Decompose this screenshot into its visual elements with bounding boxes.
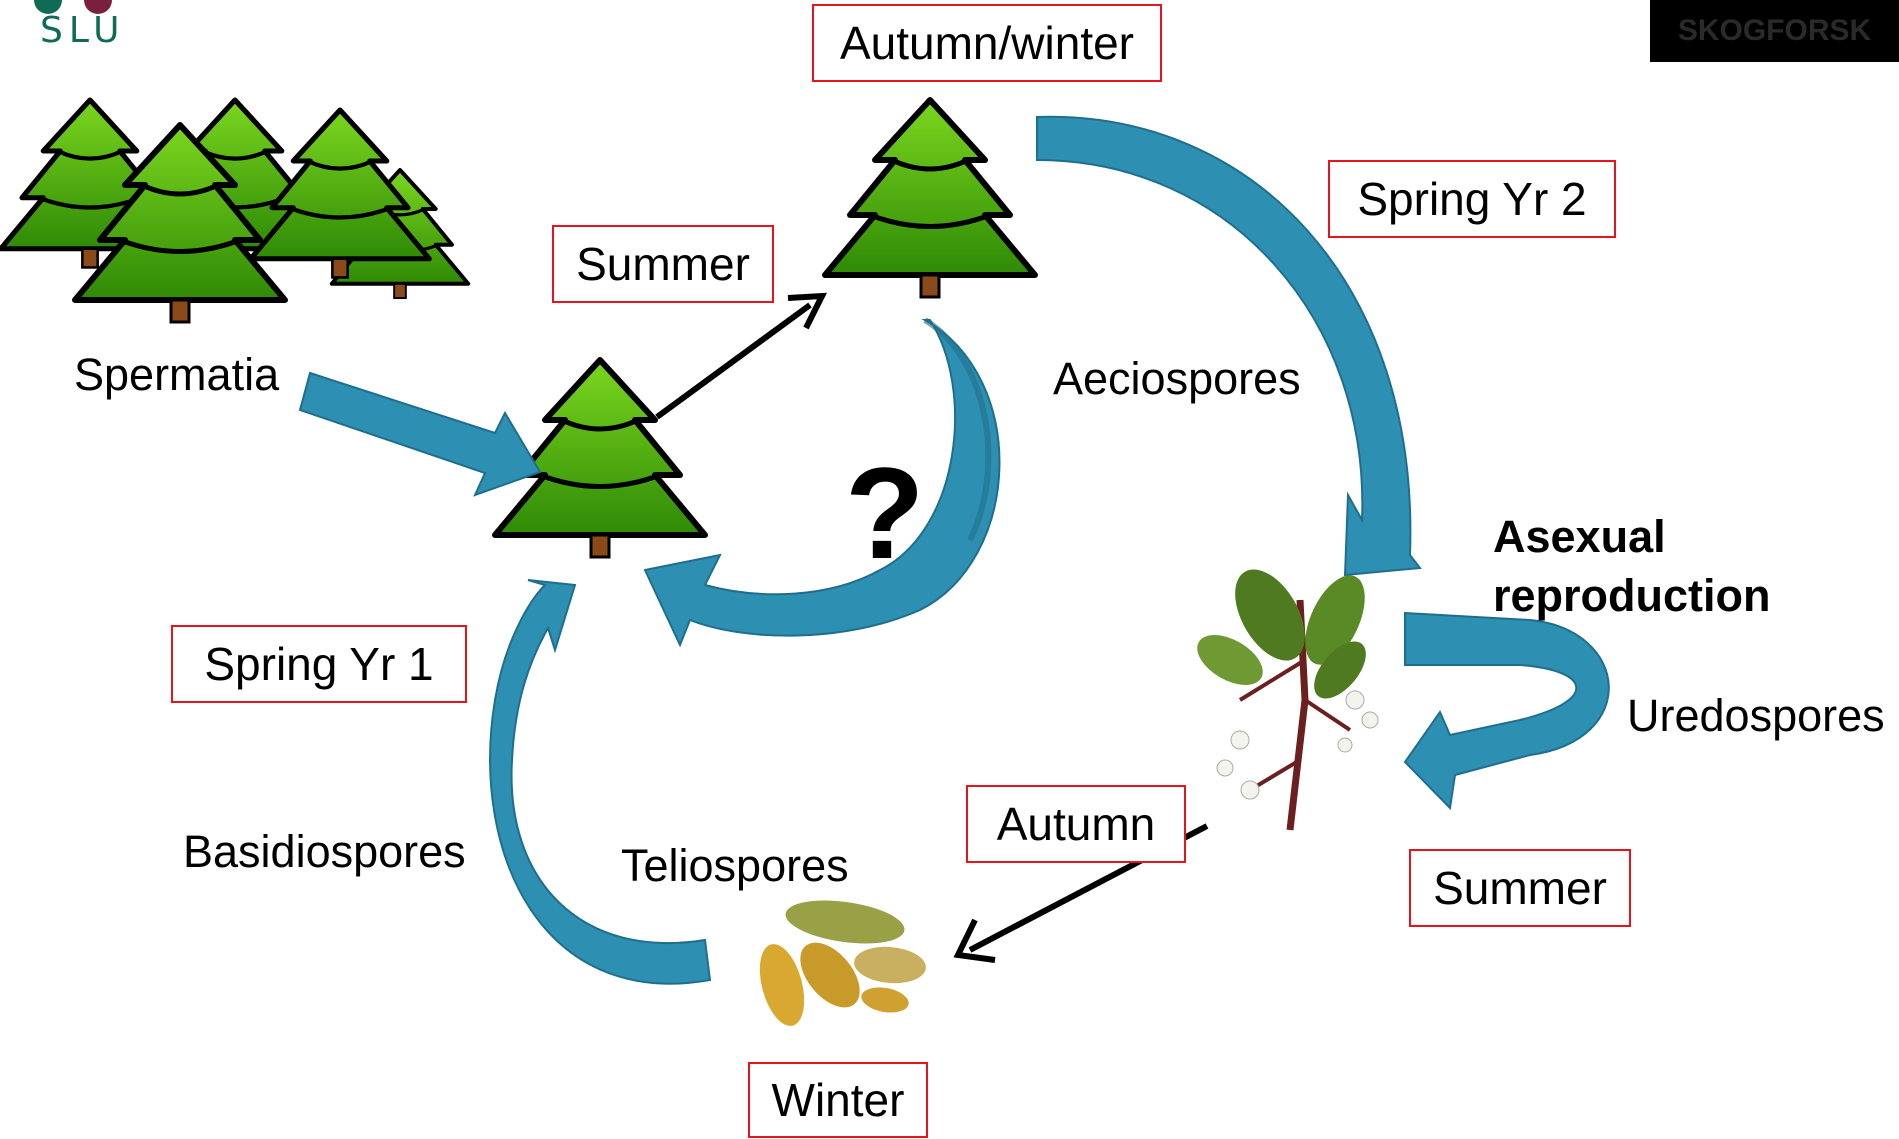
season-autumn: Autumn [966, 785, 1186, 863]
fallen-leaves-icon [759, 900, 926, 1026]
spermatia-arrow [298, 371, 542, 497]
season-summer-top: Summer [552, 225, 774, 303]
cherry-branch-icon [1197, 569, 1379, 831]
label-uredospores: Uredospores [1627, 690, 1885, 741]
season-spring-yr1: Spring Yr 1 [171, 625, 467, 703]
aeciospores-arrow [1036, 115, 1422, 577]
uredospores-arrow [1403, 611, 1610, 811]
basidiospores-arrow [489, 579, 712, 985]
season-summer-bottom: Summer [1409, 849, 1631, 927]
label-asexual: Asexual [1493, 511, 1666, 562]
season-autumn-winter: Autumn/winter [812, 4, 1162, 82]
label-basidiospores: Basidiospores [183, 826, 466, 877]
slu-logo-text: SLU [40, 10, 126, 51]
label-reproduction: reproduction [1493, 570, 1771, 621]
slu-logo [34, 0, 112, 14]
arrow-summer-to-autumn [655, 292, 828, 420]
spruce-tree-icon [825, 100, 1035, 297]
season-spring-yr2: Spring Yr 2 [1328, 160, 1616, 238]
question-mark: ? [845, 440, 925, 586]
return-arrow [643, 319, 1001, 648]
label-spermatia: Spermatia [74, 349, 280, 400]
tree-group-icon [1, 100, 471, 322]
label-aeciospores: Aeciospores [1053, 353, 1301, 404]
season-winter: Winter [748, 1062, 928, 1138]
skogforsk-logo: SKOGFORSK [1650, 0, 1899, 62]
label-teliospores: Teliospores [621, 840, 849, 891]
